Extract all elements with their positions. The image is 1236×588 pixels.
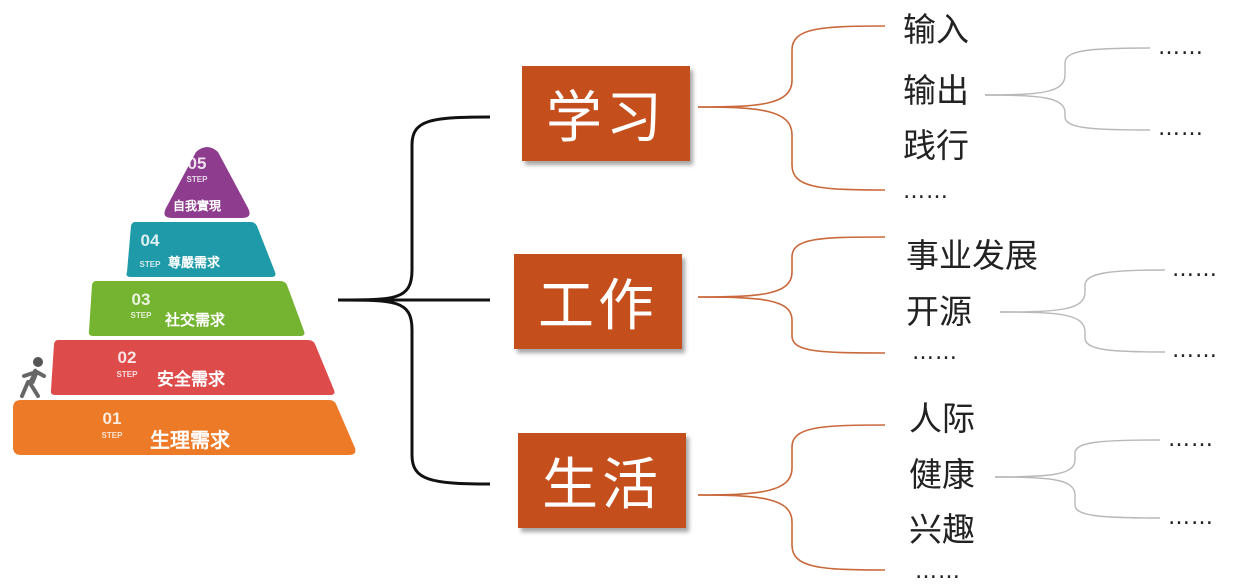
- sub-bracket-study: [984, 47, 1151, 131]
- tier-4-step: STEP: [139, 260, 161, 269]
- tier-1-step: STEP: [101, 431, 123, 440]
- life-item-relations: 人际: [909, 399, 975, 438]
- work-item-income: 开源: [906, 292, 972, 331]
- tier-2-number: 02: [117, 348, 137, 367]
- work-sub-more-1: ……: [1172, 257, 1218, 282]
- tier-2-label: 安全需求: [157, 370, 225, 390]
- category-box-work: 工作: [514, 254, 682, 349]
- main-bracket: [337, 115, 491, 302]
- bracket-work: [697, 236, 886, 354]
- pyramid-tier-1: [13, 400, 356, 455]
- study-sub-more-2: ……: [1158, 116, 1204, 141]
- pyramid-tier-4: [126, 222, 276, 277]
- bracket-life: [697, 424, 886, 571]
- work-sub-more-2: ……: [1172, 338, 1218, 363]
- work-item-more: ……: [912, 340, 958, 365]
- person-climbing-icon: [20, 357, 46, 398]
- pyramid-tier-3: [88, 281, 305, 336]
- life-item-interest: 兴趣: [909, 510, 975, 549]
- study-item-output: 输出: [903, 71, 969, 110]
- sub-bracket-work: [999, 269, 1166, 353]
- tier-1-label: 生理需求: [150, 428, 230, 452]
- life-sub-more-1: ……: [1168, 427, 1214, 452]
- pyramid-tier-2: [50, 340, 335, 395]
- tier-5-step: STEP: [186, 175, 208, 184]
- category-box-life: 生活: [518, 433, 686, 528]
- tier-4-number: 04: [140, 231, 160, 250]
- life-item-more: ……: [915, 559, 961, 584]
- work-item-career: 事业发展: [906, 236, 1038, 275]
- study-item-practice: 践行: [903, 126, 969, 165]
- study-item-input: 输入: [903, 10, 969, 49]
- tier-3-step: STEP: [130, 311, 152, 320]
- bracket-study: [697, 25, 886, 191]
- sub-bracket-life: [994, 439, 1161, 519]
- study-sub-more-1: ……: [1158, 35, 1204, 60]
- pyramid-tier-5: [164, 147, 250, 218]
- life-sub-more-2: ……: [1168, 505, 1214, 530]
- tier-5-label: 自我實現: [173, 199, 222, 213]
- tier-2-step: STEP: [116, 370, 138, 379]
- category-box-study: 学习: [522, 66, 690, 161]
- tier-3-number: 03: [131, 290, 151, 309]
- study-item-more: ……: [903, 179, 949, 204]
- tier-1-number: 01: [102, 409, 122, 428]
- tier-5-number: 05: [187, 154, 207, 173]
- tier-4-label: 尊嚴需求: [168, 256, 221, 271]
- life-item-health: 健康: [909, 455, 975, 494]
- tier-3-label: 社交需求: [165, 311, 226, 329]
